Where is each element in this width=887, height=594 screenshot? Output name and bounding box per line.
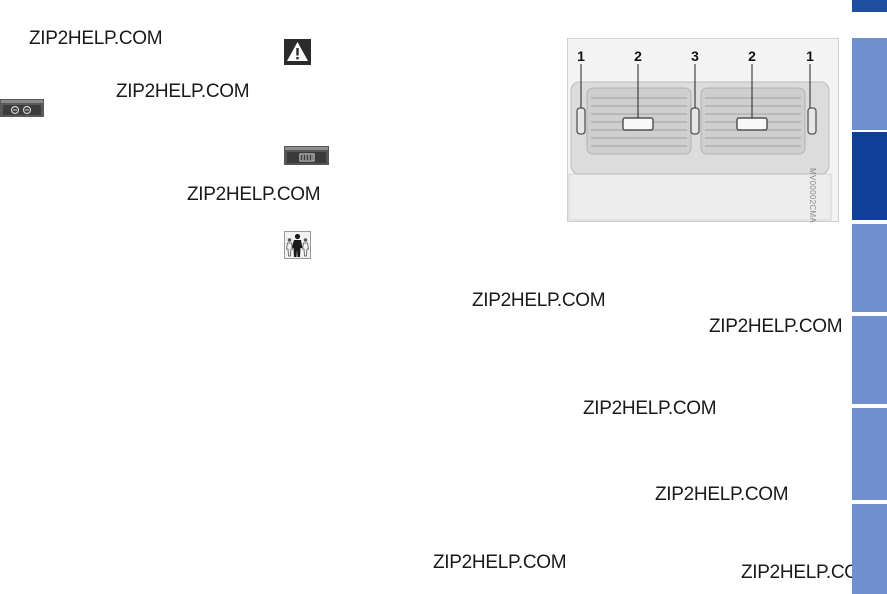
chapter-tab[interactable] [852, 0, 887, 12]
chapter-tab-active[interactable] [852, 132, 887, 220]
chapter-tab[interactable] [852, 408, 887, 500]
watermark-text: ZIP2HELP.COM [741, 562, 875, 583]
air-vent-figure: 1 2 3 2 1 MV00002CMA [567, 38, 839, 224]
rear-defrost-icon [284, 146, 329, 165]
callout-label: 1 [577, 48, 585, 64]
dashboard-switch-icon [0, 99, 44, 117]
chapter-tab[interactable] [852, 38, 887, 130]
callout-label: 2 [634, 48, 642, 64]
watermark-text: ZIP2HELP.COM [116, 81, 250, 102]
callout-label: 3 [691, 48, 699, 64]
figure-code: MV00002CMA [808, 168, 817, 224]
watermark-text: ZIP2HELP.COM [472, 290, 606, 311]
callout-label: 2 [748, 48, 756, 64]
watermark-text: ZIP2HELP.COM [709, 316, 843, 337]
watermark-text: ZIP2HELP.COM [583, 398, 717, 419]
chapter-tab[interactable] [852, 316, 887, 404]
watermark-text: ZIP2HELP.COM [187, 184, 321, 205]
watermark-text: ZIP2HELP.COM [433, 552, 567, 573]
chapter-tab[interactable] [852, 224, 887, 312]
family-passengers-icon [284, 231, 311, 259]
watermark-text: ZIP2HELP.COM [29, 28, 163, 49]
callout-label: 1 [806, 48, 814, 64]
warning-triangle-icon [284, 39, 311, 65]
watermark-text: ZIP2HELP.COM [655, 484, 789, 505]
chapter-tab[interactable] [852, 504, 887, 594]
chapter-tabs [852, 0, 887, 594]
